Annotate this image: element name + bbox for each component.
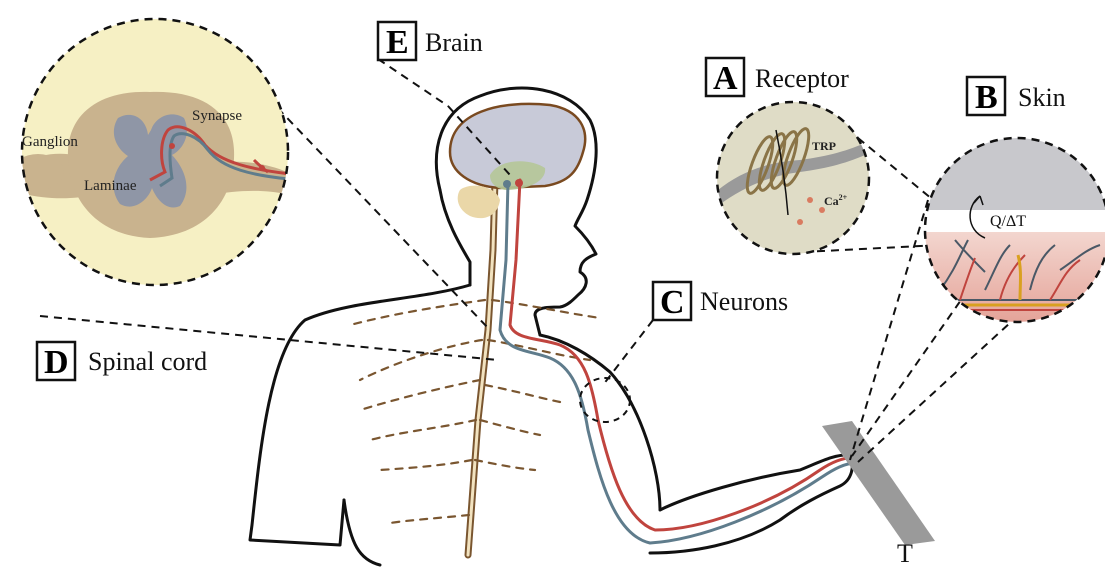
label-C: C Neurons — [653, 282, 788, 321]
label-A: A Receptor — [706, 58, 849, 97]
label-B: B Skin — [967, 77, 1066, 116]
trp-label: TRP — [812, 139, 836, 153]
label-E-letter: E — [386, 24, 409, 61]
label-A-letter: A — [713, 60, 738, 97]
ganglion-label: Ganglion — [22, 134, 78, 150]
receptor-inset: TRP Ca2+ — [712, 102, 872, 254]
label-A-text: Receptor — [755, 64, 849, 93]
heat-flux-label: Q/ΔT — [990, 213, 1026, 230]
label-E: E Brain — [378, 22, 483, 61]
probe-label: T — [897, 539, 913, 568]
synapse-label: Synapse — [192, 108, 242, 124]
neurons-callout-ellipse — [580, 378, 630, 422]
label-D: D Spinal cord — [37, 342, 207, 381]
label-E-text: Brain — [425, 28, 483, 57]
temperature-probe — [822, 421, 935, 545]
label-B-letter: B — [975, 79, 998, 116]
label-B-text: Skin — [1018, 83, 1066, 112]
spinal-cord-inset: Ganglion Laminae Synapse — [10, 19, 300, 285]
label-C-letter: C — [660, 284, 685, 321]
spinal-column — [468, 180, 495, 555]
label-D-text: Spinal cord — [88, 347, 207, 376]
label-C-text: Neurons — [700, 287, 788, 316]
laminae-label: Laminae — [84, 178, 137, 194]
skin-inset: Q/ΔT — [920, 130, 1105, 332]
label-D-letter: D — [44, 344, 69, 381]
